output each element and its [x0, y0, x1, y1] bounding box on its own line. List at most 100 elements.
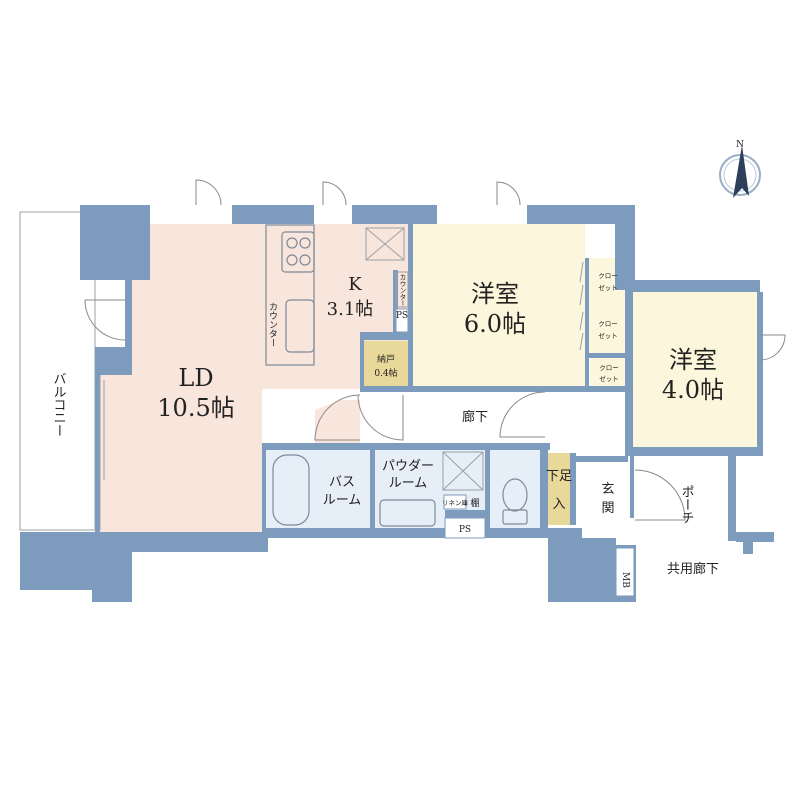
closet-door — [579, 284, 584, 306]
door-swing — [84, 299, 126, 341]
wall — [548, 538, 616, 602]
closet2-floor — [588, 308, 628, 353]
ld-size: 10.5帖 — [157, 394, 234, 422]
wall — [95, 375, 100, 532]
shoe-cabinet — [548, 453, 570, 525]
fixtures — [265, 224, 635, 597]
wall — [125, 265, 132, 347]
wall — [630, 456, 634, 518]
door-swing — [357, 394, 404, 441]
closet-door — [579, 311, 584, 331]
wall — [728, 456, 736, 541]
wall — [540, 443, 548, 533]
burner — [286, 254, 298, 266]
counter-main-label: カウンター — [267, 302, 278, 347]
burner — [286, 237, 298, 249]
wall — [445, 510, 485, 518]
washer-space — [442, 451, 484, 491]
door-swing — [314, 394, 361, 441]
common-hallway-label: 共用廊下 — [667, 561, 719, 577]
western2-name: 洋室 — [669, 346, 717, 374]
ps-lower-label: PS — [459, 525, 471, 535]
ld-name: LD — [178, 364, 213, 392]
closet3-floor — [590, 358, 628, 388]
wall — [370, 450, 375, 530]
storage-name: 納戸 — [377, 353, 395, 365]
toilet — [502, 478, 528, 512]
walls — [20, 205, 774, 602]
floors — [19, 211, 757, 532]
washer-space-cross — [442, 451, 484, 491]
wall — [92, 552, 132, 602]
fridge-space-cross — [365, 227, 405, 261]
western2-floor — [630, 292, 757, 447]
balcony-label: バルコニー — [51, 372, 67, 437]
bath-label-2: ルーム — [323, 493, 362, 508]
wall — [632, 280, 760, 292]
porch-label: ポーチ — [679, 485, 694, 524]
closet3-label-2: ゼット — [599, 374, 619, 383]
wall — [352, 205, 437, 224]
linen-box — [443, 494, 467, 510]
compass-ring-icon — [719, 154, 761, 196]
wall — [585, 258, 589, 388]
closet1-label-1: クロー — [598, 272, 618, 280]
mb-box — [615, 547, 635, 597]
entrance-label-1: 玄 — [601, 482, 614, 497]
small-counter — [395, 271, 409, 308]
compass-north-label: N — [736, 140, 744, 150]
wall — [232, 205, 262, 224]
wall — [736, 532, 774, 542]
wall — [527, 205, 635, 224]
wall — [132, 224, 150, 280]
door-swing — [496, 181, 521, 206]
wall — [20, 532, 268, 552]
powder-label-1: パウダー — [382, 459, 434, 474]
toilet-tank — [502, 509, 528, 525]
powder-label-2: ルーム — [389, 476, 428, 491]
compass: N — [719, 140, 761, 198]
compass-needle-icon — [733, 145, 749, 198]
labels: LD 10.5帖 K 3.1帖 洋室 6.0帖 洋室 4.0帖 納戸 0.4帖 … — [51, 272, 725, 588]
toilet-floor — [490, 450, 540, 528]
door-swing — [759, 334, 786, 361]
wall — [20, 552, 92, 590]
bathtub — [272, 454, 310, 526]
entrance-label-2: 関 — [601, 501, 614, 516]
hallway-label: 廊下 — [462, 409, 488, 425]
storage-floor — [364, 341, 408, 386]
ld-floor — [100, 224, 360, 532]
wall — [262, 443, 266, 533]
wall — [570, 453, 576, 525]
wall — [262, 443, 550, 450]
vanity — [379, 499, 436, 527]
bath-floor — [266, 450, 370, 528]
wall — [360, 332, 364, 387]
wall — [95, 347, 132, 375]
kitchen-size: 3.1帖 — [327, 299, 374, 320]
kitchen-name: K — [348, 274, 362, 295]
closet3-label-1: クロー — [599, 364, 619, 372]
door-swing — [499, 391, 546, 438]
stove — [281, 231, 315, 273]
sink — [285, 299, 315, 353]
fridge-space — [365, 227, 405, 261]
burner — [299, 254, 311, 266]
bath-label-1: バス — [329, 475, 355, 490]
wall — [585, 353, 630, 358]
western1-size: 6.0帖 — [464, 310, 526, 338]
door-swing — [322, 181, 347, 206]
western1-floor — [413, 224, 585, 387]
wall — [262, 205, 314, 224]
door-swing — [195, 179, 222, 206]
ps-upper-box — [395, 308, 409, 333]
wall — [576, 456, 628, 462]
storage-size: 0.4帖 — [374, 367, 397, 379]
counter-small-label: カウンター — [398, 274, 406, 307]
wall — [625, 447, 760, 456]
kitchen-counter — [265, 224, 315, 366]
wall — [485, 450, 490, 530]
closet2-label-1: クロー — [598, 320, 618, 328]
closet-door — [579, 332, 584, 351]
